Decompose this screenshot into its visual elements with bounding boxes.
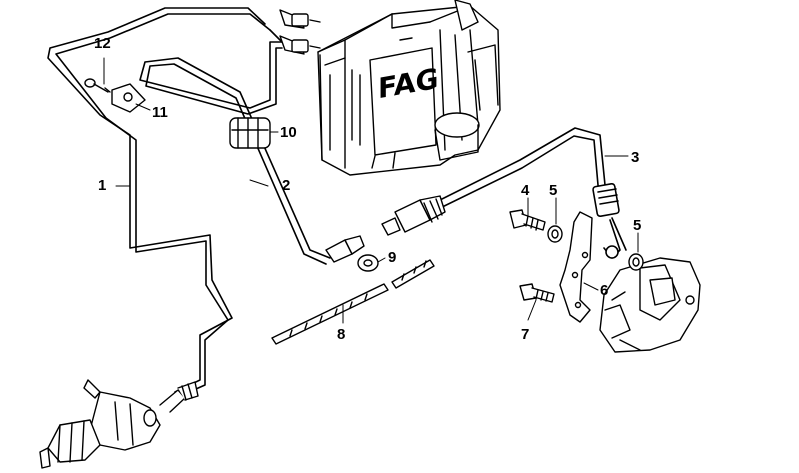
callout-12: 12 [94, 35, 111, 52]
callout-5a: 5 [549, 182, 558, 199]
line-fitting [325, 235, 365, 263]
bolt-7 [519, 283, 555, 303]
abs-fittings [279, 9, 321, 55]
brake-line-1 [47, 7, 286, 397]
abs-hydraulic-unit [317, 0, 501, 176]
callout-4: 4 [521, 182, 530, 199]
leader-lines [103, 57, 639, 324]
washer-5a [547, 225, 563, 243]
callout-9: 9 [388, 249, 397, 266]
callout-3: 3 [631, 149, 640, 166]
callout-10: 10 [280, 124, 297, 141]
clip-10 [229, 117, 271, 149]
brake-hose-3 [429, 127, 627, 259]
brake-caliper [599, 257, 701, 353]
bolt-4 [509, 209, 546, 231]
callout-8: 8 [337, 326, 346, 343]
bracket-6 [559, 211, 593, 323]
washer-5b [628, 253, 644, 271]
callout-7: 7 [521, 326, 530, 343]
grommet-9 [357, 254, 379, 272]
callout-1: 1 [98, 177, 107, 194]
callout-2: 2 [282, 177, 291, 194]
callout-11: 11 [152, 104, 168, 121]
callout-6: 6 [600, 282, 609, 299]
slave-cylinder [39, 379, 199, 469]
brake-line-2 [139, 41, 331, 265]
callout-5b: 5 [633, 217, 642, 234]
screw-12 [84, 78, 109, 93]
hose-fitting [381, 195, 446, 236]
holder-11 [104, 83, 146, 113]
protective-sleeve-8 [271, 259, 435, 345]
